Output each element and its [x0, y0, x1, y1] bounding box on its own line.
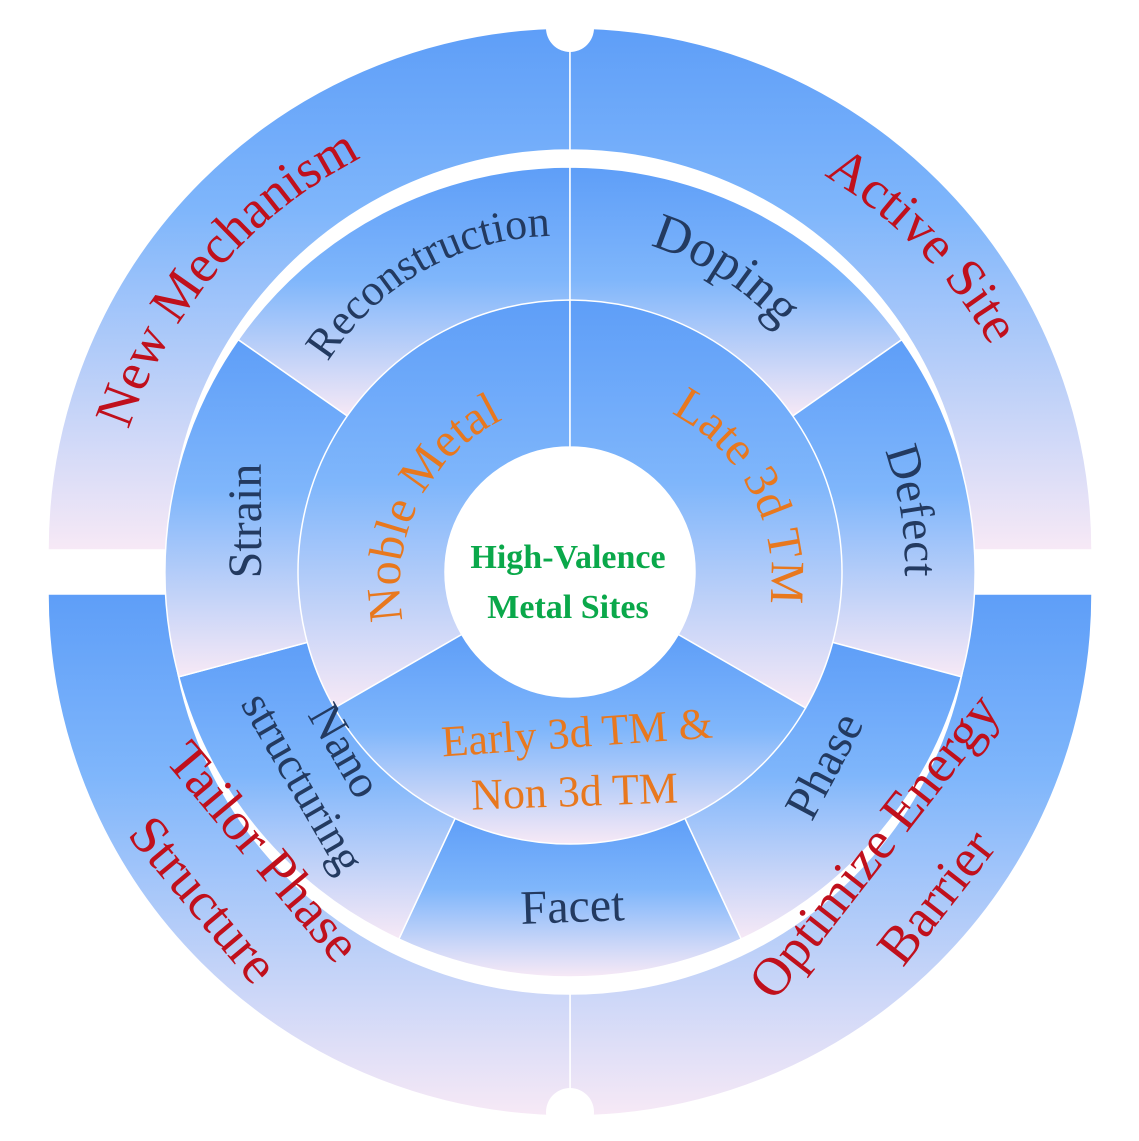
- middle-ring: [164, 166, 976, 978]
- inner-ring: [297, 299, 843, 845]
- middle-label-facet: Facet: [520, 878, 626, 935]
- inner-label-early-3d-tm-line2: Non 3d TM: [470, 763, 679, 819]
- outer-ring: [2, 4, 1136, 1136]
- center-circle: [445, 447, 695, 697]
- ring-notch: [546, 4, 594, 52]
- ring-notch: [546, 1088, 594, 1136]
- ring-notch: [1088, 548, 1136, 596]
- middle-label-strain: Strain: [219, 464, 272, 579]
- center-label: High-Valence Metal Sites: [470, 539, 665, 626]
- outer-segment-active-site: [569, 27, 1093, 551]
- center-label-line2: Metal Sites: [487, 589, 648, 626]
- center-label-line1: High-Valence: [470, 539, 665, 576]
- outer-segment-tailor-phase: [47, 593, 571, 1117]
- ring-notch: [2, 548, 50, 596]
